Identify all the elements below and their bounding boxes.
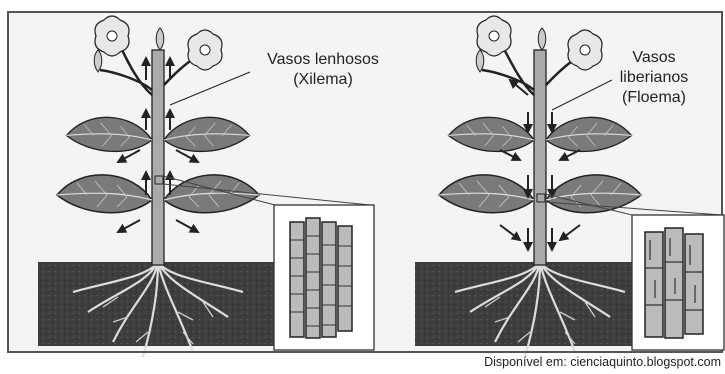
flower-icon [95, 16, 129, 56]
stem-xylem [152, 50, 164, 265]
xylem-label-line1: Vasos lenhosos [248, 50, 398, 70]
phloem-label-line2: liberianos [604, 68, 704, 88]
soil-left [38, 262, 280, 346]
xylem-inset [274, 205, 374, 350]
xylem-label-line2: (Xilema) [248, 70, 398, 90]
flower-icon [477, 16, 511, 56]
xylem-label: Vasos lenhosos (Xilema) [248, 50, 398, 90]
stem-phloem [534, 50, 546, 265]
phloem-inset [632, 215, 724, 350]
flower-icon [568, 30, 602, 70]
flower-icon [188, 30, 222, 70]
soil-right [415, 262, 635, 346]
phloem-label-line1: Vasos [604, 48, 704, 68]
phloem-label-line3: (Floema) [604, 88, 704, 108]
source-credit: Disponível em: cienciaquinto.blogspot.co… [484, 355, 721, 369]
phloem-label: Vasos liberianos (Floema) [604, 48, 704, 108]
